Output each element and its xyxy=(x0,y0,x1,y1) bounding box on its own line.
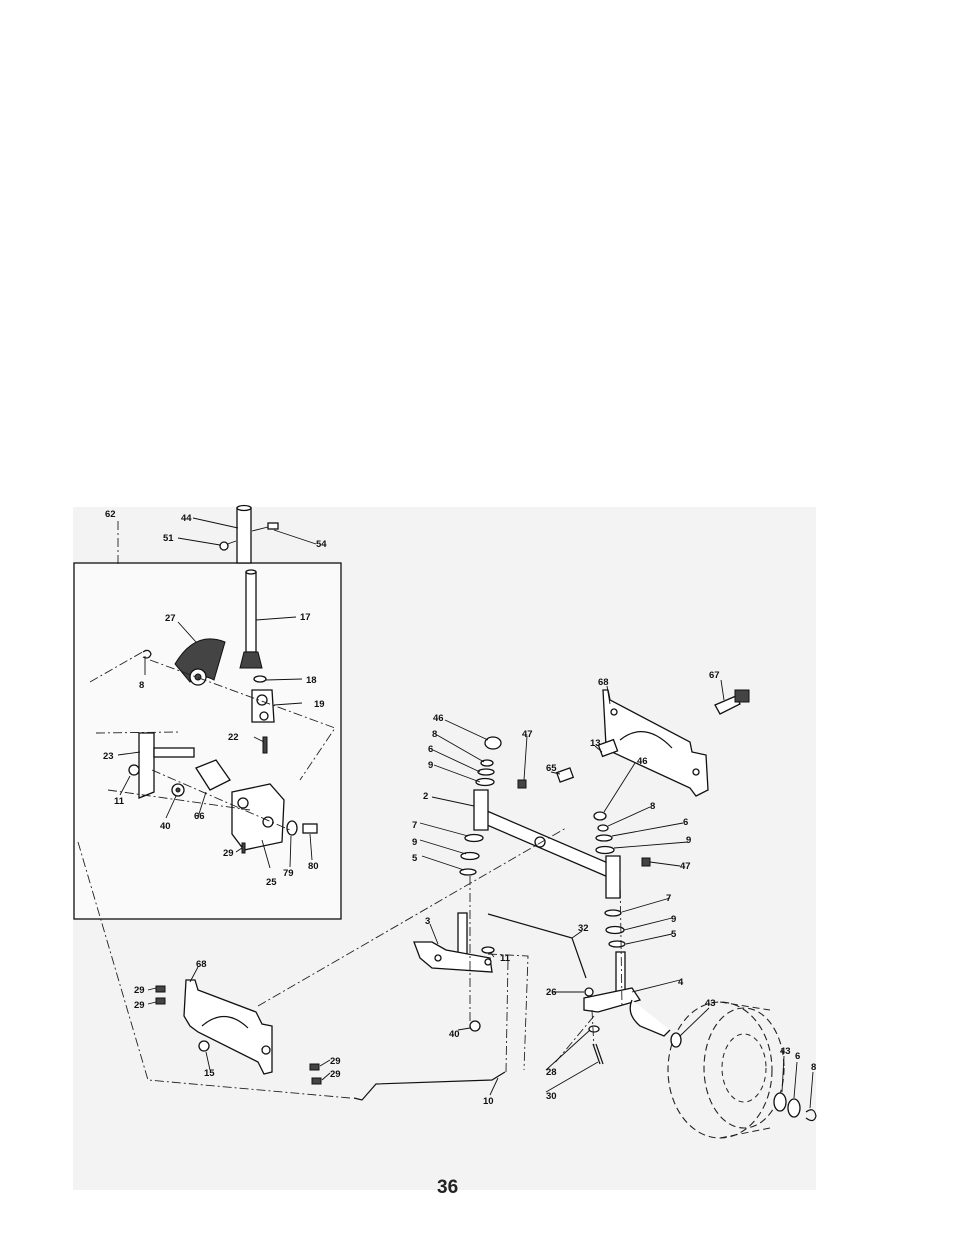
label-30: 30 xyxy=(546,1091,557,1102)
label-4: 4 xyxy=(678,977,684,988)
label-8-hub: 8 xyxy=(811,1062,816,1073)
label-22: 22 xyxy=(228,732,239,743)
label-43-inner: 43 xyxy=(705,998,716,1009)
label-46-right: 46 xyxy=(637,756,648,767)
label-8-left: 8 xyxy=(432,729,437,740)
label-27: 27 xyxy=(165,613,176,624)
label-51: 51 xyxy=(163,533,174,544)
steering-pinion-housing xyxy=(252,690,274,722)
label-6-left: 6 xyxy=(428,744,433,755)
label-8-inset: 8 xyxy=(139,680,144,691)
label-29-right-bottom: 29 xyxy=(330,1069,341,1080)
label-32: 32 xyxy=(578,923,589,934)
nut-40-lower xyxy=(470,1021,480,1031)
nut-11-axle xyxy=(482,947,494,953)
label-5-left: 5 xyxy=(412,853,418,864)
screw-22 xyxy=(263,737,267,753)
label-66: 66 xyxy=(194,811,205,822)
label-68-left: 68 xyxy=(196,959,207,970)
label-29-inset: 29 xyxy=(223,848,234,859)
label-25: 25 xyxy=(266,877,277,888)
label-54: 54 xyxy=(316,539,327,550)
label-68-right: 68 xyxy=(598,677,609,688)
label-47-right: 47 xyxy=(680,861,691,872)
label-19: 19 xyxy=(314,699,325,710)
label-47-left: 47 xyxy=(522,729,533,740)
label-43-hub: 43 xyxy=(780,1046,791,1057)
label-7-left: 7 xyxy=(412,820,417,831)
label-62: 62 xyxy=(105,509,116,520)
label-65: 65 xyxy=(546,763,557,774)
page-number: 36 xyxy=(437,1177,458,1198)
label-2: 2 xyxy=(423,791,428,802)
label-7-right: 7 xyxy=(666,893,671,904)
bolt-26 xyxy=(585,988,593,996)
label-40-inset: 40 xyxy=(160,821,171,832)
label-3: 3 xyxy=(425,916,430,927)
label-6-hub: 6 xyxy=(795,1051,800,1062)
label-79: 79 xyxy=(283,868,294,879)
label-18: 18 xyxy=(306,675,317,686)
label-15: 15 xyxy=(204,1068,215,1079)
label-80: 80 xyxy=(308,861,319,872)
nut-40-inset xyxy=(172,784,184,796)
label-11-axle: 11 xyxy=(500,953,511,964)
label-17: 17 xyxy=(300,612,311,623)
steering-support-bracket xyxy=(232,784,284,850)
label-29-right-top: 29 xyxy=(330,1056,341,1067)
wheel-washer-inner xyxy=(671,1033,681,1047)
label-29-left-bottom: 29 xyxy=(134,1000,145,1011)
label-9-right: 9 xyxy=(686,835,691,846)
label-8-right: 8 xyxy=(650,801,655,812)
label-26: 26 xyxy=(546,987,557,998)
label-10: 10 xyxy=(483,1096,494,1107)
label-40-lower: 40 xyxy=(449,1029,460,1040)
washer-79 xyxy=(287,821,297,835)
label-44: 44 xyxy=(181,513,192,524)
label-9-right-lower: 9 xyxy=(671,914,676,925)
label-6-right: 6 xyxy=(683,817,688,828)
label-28: 28 xyxy=(546,1067,557,1078)
grease-fitting-left xyxy=(518,780,526,788)
label-23: 23 xyxy=(103,751,114,762)
label-5-right: 5 xyxy=(671,929,677,940)
label-13: 13 xyxy=(590,738,601,749)
label-9-left: 9 xyxy=(428,760,433,771)
label-67: 67 xyxy=(709,670,720,681)
label-46-left: 46 xyxy=(433,713,444,724)
label-11-inset: 11 xyxy=(114,796,125,807)
screw-29-inset xyxy=(242,843,245,853)
steering-bushing xyxy=(254,676,266,682)
washer-28 xyxy=(589,1026,599,1032)
bolt-80 xyxy=(303,824,317,833)
label-9-left-lower: 9 xyxy=(412,837,417,848)
label-29-left-top: 29 xyxy=(134,985,145,996)
grease-fitting-right xyxy=(642,858,650,866)
